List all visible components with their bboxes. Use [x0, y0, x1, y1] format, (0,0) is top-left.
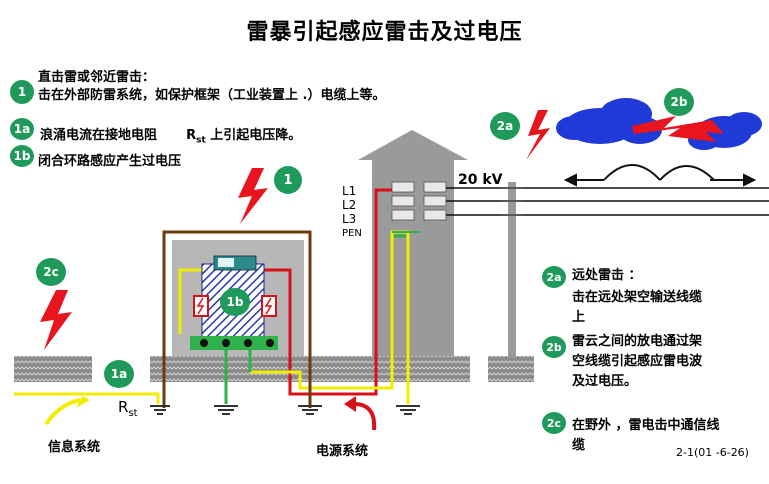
- item1a-resistor: R: [186, 128, 197, 143]
- line-label-l2: L2: [342, 198, 357, 212]
- ground-strip-center: [150, 356, 362, 382]
- ground-strip-right: [352, 356, 470, 382]
- badge-2c-note: 2c: [542, 412, 566, 434]
- equipotential-bar: [190, 336, 278, 350]
- earth-symbol: [150, 405, 420, 415]
- note-2c-line1: 在野外 ，雷电击中通信线: [572, 418, 720, 433]
- badge-2a-note: 2a: [542, 266, 566, 288]
- lightning-bolt-1: [238, 168, 268, 224]
- item1a-resistor-sub: st: [196, 135, 206, 146]
- info-system-label: 信息系统: [48, 440, 101, 455]
- badge-1b-diagram: 1b: [220, 288, 250, 316]
- equipment-screen: [218, 258, 234, 267]
- power-system-arrow: [353, 402, 377, 431]
- resistor-main: R: [118, 398, 129, 416]
- info-cable: [14, 392, 160, 404]
- note-2b-line2: 空线缆引起感应雷电波: [572, 354, 703, 369]
- badge-1: 1: [10, 80, 34, 104]
- note-2b-line3: 及过电压。: [572, 374, 638, 389]
- voltage-label: 20 kV: [458, 172, 503, 188]
- note-2c-line2: 缆: [572, 438, 586, 453]
- badge-2c-diagram: 2c: [36, 258, 66, 286]
- page-title: 雷暴引起感应雷击及过电压: [246, 20, 523, 45]
- note-2a-line1: 远处雷击 ：: [572, 268, 642, 283]
- item1a-text-before: 浪涌电流在接地电阻: [40, 128, 158, 143]
- ground-strip-left: [14, 356, 92, 382]
- badge-2b-note: 2b: [542, 336, 566, 358]
- footer-code: 2-1(01 -6-26): [676, 446, 749, 459]
- cloud-discharge-bolt: [632, 116, 724, 142]
- lightning-bolt-2a: [526, 110, 550, 160]
- induced-wave: [563, 164, 757, 187]
- line-label-pen: PEN: [342, 228, 362, 239]
- resistor-label: Rst: [118, 398, 138, 419]
- direct-strike-heading: 直击雷或邻近雷击：: [38, 70, 156, 85]
- badge-1a-diagram: 1a: [104, 360, 134, 388]
- resistor-sub: st: [128, 408, 138, 419]
- item1a-text-after: 上引起电压降。: [210, 128, 302, 143]
- overhead-lines: [446, 187, 769, 216]
- storm-cloud-left: [556, 98, 662, 144]
- info-system-arrow: [44, 398, 81, 426]
- badge-2b-diagram: 2b: [664, 88, 694, 116]
- info-cable-inner: [178, 268, 206, 334]
- protection-frame: [162, 230, 312, 408]
- power-cable-red: [262, 188, 392, 396]
- badge-2a-diagram: 2a: [490, 112, 520, 140]
- item1a-text: 浪涌电流在接地电阻 Rst 上引起电压降。: [40, 124, 301, 146]
- badge-1-diagram: 1: [274, 166, 302, 194]
- note-2b-line1: 雷云之间的放电通过架: [572, 334, 703, 349]
- utility-pole: [508, 182, 516, 358]
- power-system-label: 电源系统: [316, 444, 369, 459]
- lightning-bolt-2c: [40, 290, 72, 350]
- item1b-text: 闭合环路感应产生过电压: [38, 154, 182, 169]
- note-2a-line2: 击在远处架空输送线缆: [572, 290, 703, 305]
- badge-1a: 1a: [10, 118, 34, 140]
- note-2a-line3: 上: [572, 310, 586, 325]
- badge-1b-legend: 1b: [10, 145, 34, 167]
- line-label-l3: L3: [342, 212, 357, 226]
- ground-strip-pole: [488, 356, 534, 382]
- item1-text: 击在外部防雷系统，如保护框架（工业装置上 .）电缆上等。: [38, 88, 386, 103]
- line-label-l1: L1: [342, 184, 357, 198]
